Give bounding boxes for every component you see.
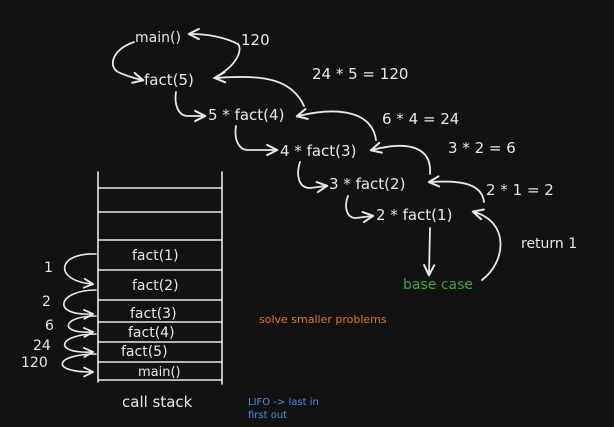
step-4-fact3-label: 4 * fact(3): [280, 142, 356, 160]
note-lifo-line1: LIFO -> last in: [248, 397, 319, 408]
base-case-label: base case: [403, 277, 473, 293]
arrow-return-24: [295, 108, 377, 141]
step-5-fact4-label: 5 * fact(4): [208, 106, 284, 124]
step-2-fact1-label: 2 * fact(1): [376, 206, 452, 224]
return-1-label: return 1: [521, 236, 577, 252]
note-solve-smaller-problems: solve smaller problems: [259, 313, 387, 326]
stack-return-arrows: [61, 253, 97, 378]
stack-return-2: 2: [42, 294, 51, 310]
fact5-call-label: fact(5): [144, 71, 194, 89]
stack-frames: fact(1) fact(2) fact(3) fact(4) fact(5) …: [121, 248, 193, 411]
stack-frame-main: main(): [138, 365, 181, 380]
return-120-label: 120: [241, 31, 270, 49]
stack-frame-fact4: fact(4): [128, 325, 175, 341]
stack-frame-fact3: fact(3): [130, 306, 177, 322]
call-arrows: [111, 41, 436, 277]
arrow-main-to-fact5: [111, 41, 145, 84]
arrow-step1-to-base-case: [423, 227, 436, 277]
stack-frame-fact2: fact(2): [132, 278, 179, 294]
call-stack: [97, 171, 223, 385]
stack-returns: 1 2 6 24 120: [21, 260, 54, 371]
stack-return-1: 1: [44, 260, 53, 276]
arrow-fact5-up-segment: [213, 43, 241, 79]
arrow-return-120-to-main: [187, 27, 239, 45]
main-call-label: main(): [135, 30, 181, 46]
stack-frame-fact5: fact(5): [121, 344, 168, 360]
stack-return-24: 24: [33, 338, 51, 354]
arrow-step3-to-step2: [297, 161, 329, 194]
stack-frame-fact1: fact(1): [132, 248, 179, 264]
stack-arrow-1: [63, 253, 97, 289]
stack-arrow-24: [63, 333, 97, 358]
stack-arrow-2: [63, 289, 97, 320]
arrow-step2-to-step1: [345, 195, 375, 224]
calc-3x2-label: 3 * 2 = 6: [448, 139, 516, 157]
arrow-return-120-to-fact5-line: [213, 71, 305, 107]
call-stack-caption: call stack: [122, 393, 193, 411]
arrow-return-6: [369, 141, 431, 175]
calc-2x1-label: 2 * 1 = 2: [486, 181, 554, 199]
stack-arrow-6: [67, 315, 97, 338]
arrow-step4-to-step3: [234, 125, 279, 157]
calc-24x5-label: 24 * 5 = 120: [312, 65, 408, 83]
call-chain: main() 120 fact(5) 24 * 5 = 120 5 * fact…: [135, 30, 577, 293]
note-lifo-line2: first out: [248, 410, 287, 421]
stack-arrow-120: [61, 353, 97, 378]
stack-return-6: 6: [45, 318, 54, 334]
return-arrows: [187, 27, 502, 281]
calc-6x4-label: 6 * 4 = 24: [382, 110, 459, 128]
stack-return-120: 120: [21, 355, 48, 371]
step-3-fact2-label: 3 * fact(2): [329, 175, 405, 193]
arrow-return-2: [427, 175, 485, 203]
arrow-return-1: [471, 208, 502, 281]
arrow-fact5-to-step4: [174, 91, 207, 123]
